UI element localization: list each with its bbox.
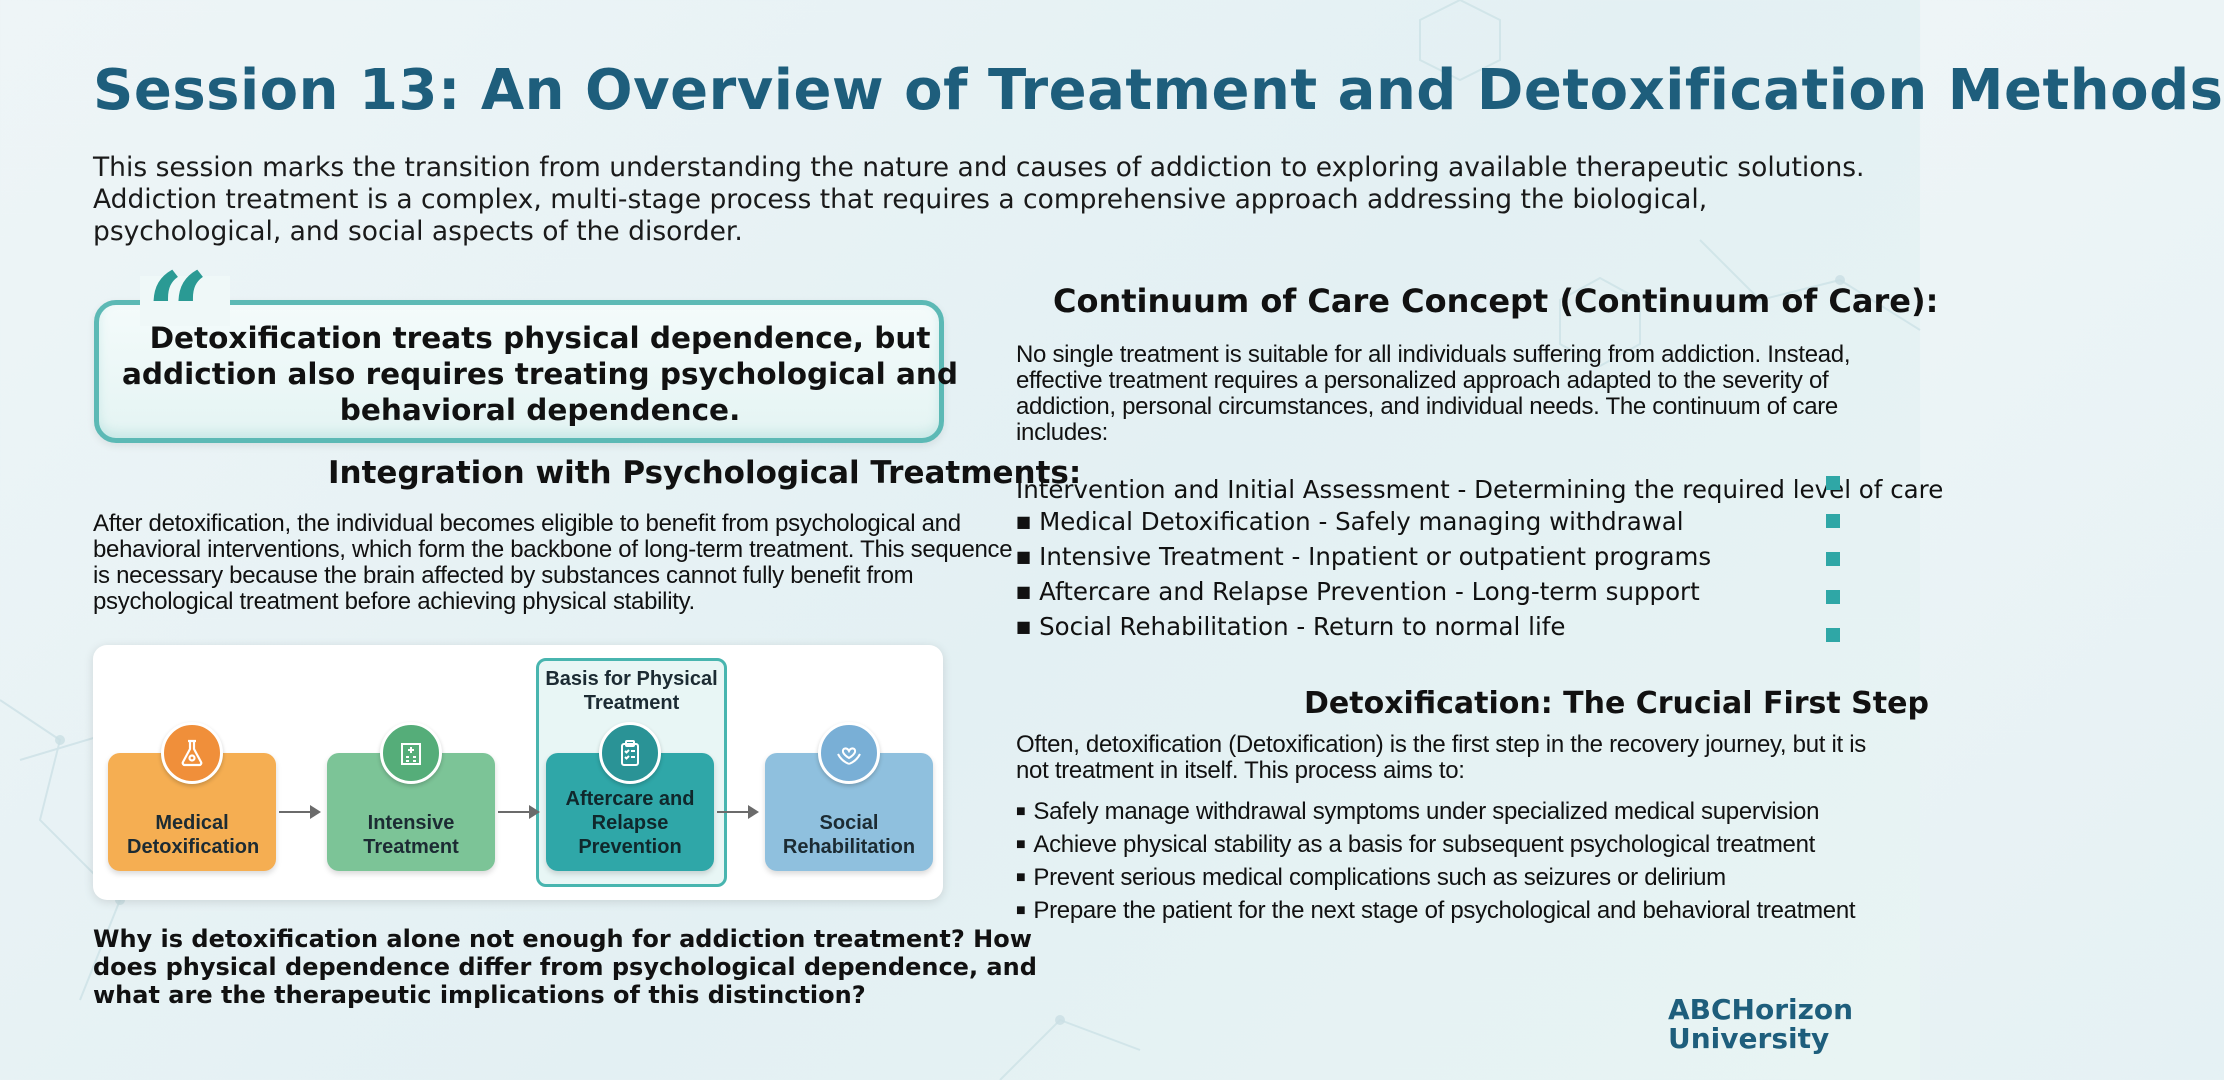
page-title: Session 13: An Overview of Treatment and… [93,58,2224,123]
hospital-icon [380,722,442,784]
list-item: Prevent serious medical complications su… [1016,863,1896,896]
discussion-question: Why is detoxification alone not enough f… [93,925,1037,1009]
list-item: Social Rehabilitation - Return to normal… [1016,611,1943,646]
list-item: Intensive Treatment - Inpatient or outpa… [1016,541,1943,576]
detox-list: Safely manage withdrawal symptoms under … [1016,797,1896,929]
square-marker [1826,628,1840,642]
brand-line-2: University [1668,1022,1830,1055]
continuum-body: No single treatment is suitable for all … [1016,341,1851,446]
heart-hands-icon [818,722,880,784]
stage-label: Intensive Treatment [363,812,459,858]
continuum-heading: Continuum of Care Concept (Continuum of … [1053,282,1939,320]
continuum-list: Intervention and Initial Assessment - De… [1016,474,1943,646]
university-logo: ABCHorizon University [1668,995,1853,1053]
square-marker [1826,590,1840,604]
integration-body: After detoxification, the individual bec… [93,510,1013,615]
stage-label: Aftercare and Relapse Prevention [565,788,695,858]
quote-mark-icon: “ [146,248,210,377]
flask-icon [161,722,223,784]
quote-box [94,300,944,443]
highlight-label: Basis for Physical Treatment [545,668,718,714]
flow-arrow [717,805,759,819]
intro-paragraph: This session marks the transition from u… [93,152,1865,247]
flow-arrow [279,805,321,819]
flow-arrow [498,805,540,819]
square-marker [1826,552,1840,566]
square-marker [1826,514,1840,528]
integration-heading: Integration with Psychological Treatment… [328,455,1082,491]
stage-label: Medical Detoxification [127,812,260,858]
brand-line-1: ABCHorizon [1668,993,1854,1026]
continuum-bullets: Medical Detoxification - Safely managing… [1016,506,1943,646]
list-item: Aftercare and Relapse Prevention - Long-… [1016,576,1943,611]
continuum-first-item: Intervention and Initial Assessment - De… [1016,475,1944,504]
detox-heading: Detoxification: The Crucial First Step [1304,686,1929,721]
stage-label: Social Rehabilitation [782,812,916,858]
list-item: Safely manage withdrawal symptoms under … [1016,797,1896,830]
list-item: Achieve physical stability as a basis fo… [1016,830,1896,863]
clipboard-icon [599,722,661,784]
detox-body: Often, detoxification (Detoxification) i… [1016,731,1866,784]
quote-mark-backdrop [140,276,230,326]
treatment-flow-diagram: Basis for Physical Treatment Medical Det… [93,645,943,900]
list-item: Prepare the patient for the next stage o… [1016,896,1896,929]
list-item: Medical Detoxification - Safely managing… [1016,506,1943,541]
quote-text: Detoxification treats physical dependenc… [121,321,958,427]
square-marker [1826,476,1840,490]
